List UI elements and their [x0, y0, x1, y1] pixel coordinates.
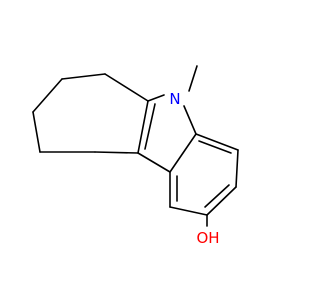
molecule-canvas: N OH	[32, 65, 239, 247]
bond	[32, 78, 63, 113]
bond	[183, 105, 197, 135]
bond-lines	[32, 65, 239, 227]
bond	[169, 133, 197, 173]
bond	[188, 65, 198, 92]
bond	[137, 152, 171, 173]
bond	[198, 140, 232, 154]
molecule-structure: N OH	[32, 65, 239, 247]
atom-label-oh: OH	[196, 229, 219, 247]
bond	[94, 151, 139, 154]
bond	[137, 100, 149, 154]
bond	[32, 111, 41, 153]
bond	[104, 73, 149, 102]
bond	[206, 186, 237, 216]
bond	[195, 133, 239, 151]
bond	[204, 184, 230, 208]
bond	[147, 94, 165, 102]
bond	[144, 103, 156, 150]
bond	[61, 73, 106, 80]
atom-label-n: N	[169, 90, 180, 108]
bond	[235, 149, 239, 188]
bond	[169, 206, 208, 216]
